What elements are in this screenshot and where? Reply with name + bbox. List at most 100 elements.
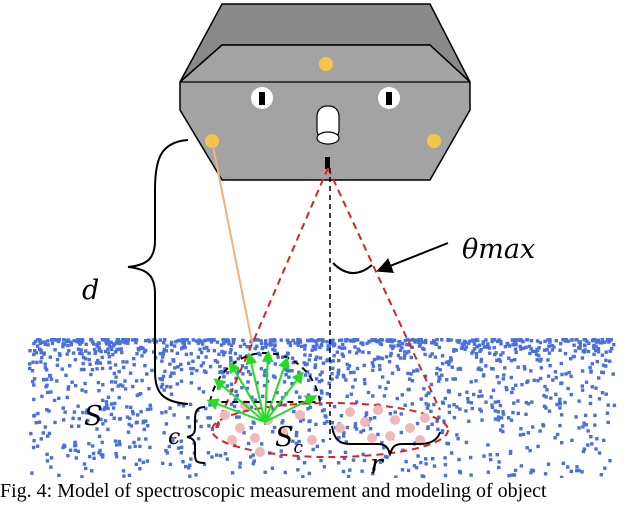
cloud-point	[34, 421, 38, 425]
cloud-point	[407, 349, 411, 354]
cloud-point	[367, 339, 371, 343]
cloud-point	[161, 374, 166, 379]
cloud-point	[97, 361, 101, 365]
cloud-point	[61, 406, 65, 410]
cloud-point	[525, 446, 529, 450]
cloud-point	[131, 412, 135, 416]
cloud-point	[221, 353, 226, 357]
cloud-point	[165, 451, 169, 455]
cloud-point	[293, 341, 297, 345]
epsilon-label: ϵ	[168, 425, 180, 450]
cloud-point	[160, 382, 165, 387]
cloud-point	[606, 338, 610, 342]
cloud-point	[179, 451, 183, 455]
cloud-point	[488, 453, 492, 457]
cloud-point	[111, 406, 116, 410]
cloud-point	[280, 421, 284, 425]
cloud-point	[577, 399, 581, 403]
cloud-point	[435, 366, 439, 371]
cloud-point	[491, 388, 496, 393]
cloud-point	[342, 456, 347, 461]
cloud-point	[586, 443, 590, 447]
cloud-point	[162, 338, 167, 342]
cloud-point	[187, 466, 191, 470]
cloud-point	[348, 468, 352, 472]
cloud-point	[376, 432, 380, 437]
cloud-point	[322, 408, 326, 412]
cloud-point	[238, 465, 242, 469]
cloud-point	[331, 359, 335, 363]
cloud-point	[430, 422, 434, 426]
normal-arrow	[206, 398, 266, 423]
cloud-point	[36, 411, 40, 416]
cloud-point	[320, 409, 325, 413]
cloud-point	[163, 369, 167, 374]
cloud-point	[413, 338, 417, 342]
cloud-point	[299, 419, 303, 423]
cloud-point	[32, 414, 36, 418]
cloud-point	[318, 373, 322, 377]
cloud-point	[261, 394, 265, 399]
cloud-point	[335, 350, 339, 354]
cloud-point	[559, 361, 563, 366]
cloud-point	[509, 418, 514, 422]
cloud-point	[423, 352, 427, 357]
measurement-cone	[211, 167, 449, 458]
cloud-point	[431, 457, 435, 461]
cloud-point	[536, 444, 540, 449]
cloud-point	[486, 342, 490, 346]
cloud-point	[608, 359, 612, 363]
cloud-point	[33, 349, 37, 353]
cloud-point	[405, 338, 410, 342]
cloud-point	[45, 408, 49, 412]
cloud-point	[107, 355, 111, 359]
cloud-point	[342, 346, 347, 350]
cloud-point	[313, 387, 317, 392]
cloud-point	[403, 339, 407, 343]
cloud-point	[593, 413, 597, 417]
cloud-point	[229, 343, 234, 347]
cloud-point	[117, 395, 121, 400]
cloud-point	[460, 342, 464, 346]
cloud-point	[422, 387, 426, 391]
cloud-point	[501, 377, 505, 381]
cloud-point	[368, 417, 373, 421]
cloud-point	[43, 341, 47, 345]
cloud-point	[198, 340, 203, 344]
cloud-point	[378, 460, 383, 464]
cloud-point	[580, 470, 584, 474]
cloud-point	[144, 419, 148, 423]
cloud-point	[469, 380, 473, 384]
cloud-point	[313, 365, 317, 370]
cloud-point	[91, 451, 96, 456]
cloud-point	[336, 372, 340, 376]
distance-brace	[127, 139, 189, 405]
cloud-point	[143, 364, 147, 368]
cloud-point	[372, 467, 376, 471]
cloud-point	[462, 342, 466, 347]
cloud-point	[352, 370, 356, 374]
cloud-point	[336, 370, 341, 374]
cloud-point	[164, 448, 168, 453]
cloud-point	[108, 345, 112, 349]
cloud-point	[516, 411, 520, 416]
cloud-point	[405, 351, 409, 355]
cloud-point	[68, 364, 72, 368]
cloud-point	[564, 372, 568, 376]
cloud-point	[478, 407, 482, 411]
cloud-point	[103, 405, 107, 410]
cloud-point	[526, 431, 530, 435]
angle-label: θmax	[462, 234, 535, 265]
cloud-point	[458, 469, 462, 474]
cloud-point	[61, 445, 65, 450]
cloud-point	[72, 339, 76, 343]
cloud-point	[472, 342, 477, 346]
cloud-point	[85, 411, 89, 415]
cloud-point	[140, 378, 144, 383]
cloud-point	[479, 368, 483, 372]
cloud-point	[39, 360, 43, 364]
cloud-point	[307, 358, 312, 362]
cloud-point	[496, 418, 501, 422]
cloud-point	[47, 431, 52, 436]
cloud-point	[114, 375, 118, 379]
